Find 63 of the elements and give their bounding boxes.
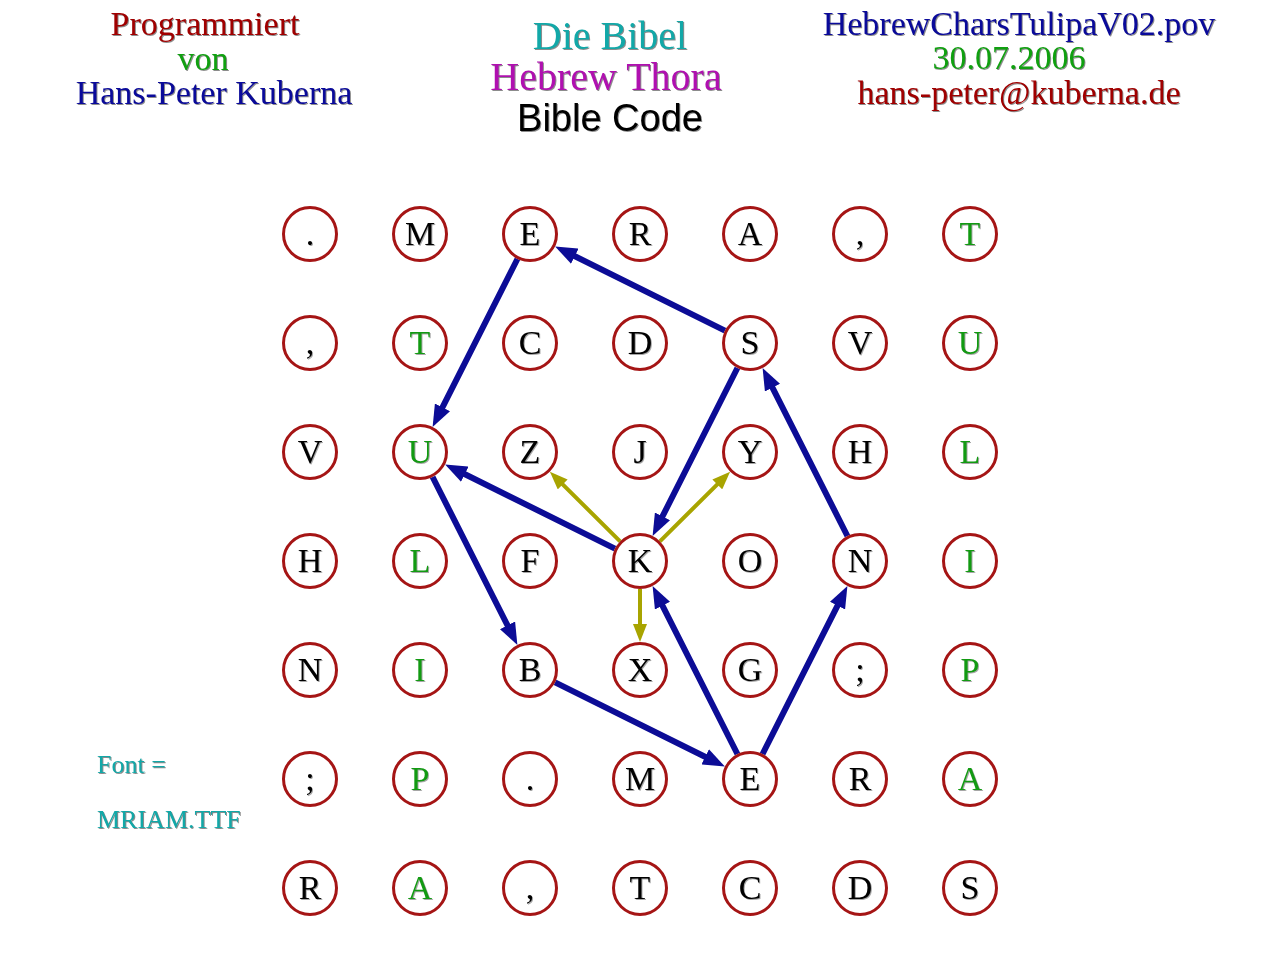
letter-circle: H — [282, 533, 338, 589]
subtitle-text: Hebrew Thora — [490, 57, 722, 97]
letter-circle: E — [722, 751, 778, 807]
arrow — [548, 470, 622, 543]
letter-circle: , — [832, 206, 888, 262]
file-name: HebrewCharsTulipaV02.pov — [822, 7, 1216, 41]
letter-circle: A — [392, 860, 448, 916]
arrow — [658, 470, 732, 543]
letter-circle: U — [392, 424, 448, 480]
letter-circle: T — [942, 206, 998, 262]
letter-circle: N — [282, 642, 338, 698]
font-file-name: MRIAM.TTF — [97, 807, 241, 833]
email-address: hans-peter@kuberna.de — [857, 76, 1181, 110]
letter-circle: . — [502, 751, 558, 807]
letter-circle: C — [722, 860, 778, 916]
subtitle-text: Bible Code — [517, 99, 703, 137]
letter-circle: D — [612, 315, 668, 371]
letter-circle: M — [392, 206, 448, 262]
letter-circle: P — [942, 642, 998, 698]
letter-circle: G — [722, 642, 778, 698]
letter-circle: V — [832, 315, 888, 371]
letter-circle: S — [942, 860, 998, 916]
letter-circle: Y — [722, 424, 778, 480]
letter-circle: R — [612, 206, 668, 262]
letter-circle: C — [502, 315, 558, 371]
letter-circle: I — [942, 533, 998, 589]
arrow — [633, 589, 647, 642]
letter-circle: L — [942, 424, 998, 480]
letter-circle: . — [282, 206, 338, 262]
letter-circle: A — [942, 751, 998, 807]
letter-circle: L — [392, 533, 448, 589]
letter-circle: I — [392, 642, 448, 698]
letter-circle: P — [392, 751, 448, 807]
letter-circle: R — [832, 751, 888, 807]
letter-circle: E — [502, 206, 558, 262]
letter-circle: , — [282, 315, 338, 371]
letter-circle: K — [612, 533, 668, 589]
letter-circle: T — [612, 860, 668, 916]
date-text: 30.07.2006 — [932, 41, 1086, 75]
letter-circle: ; — [832, 642, 888, 698]
letter-circle: F — [502, 533, 558, 589]
credit-text: Programmiert — [110, 7, 300, 41]
letter-circle: N — [832, 533, 888, 589]
letter-circle: , — [502, 860, 558, 916]
letter-circle: Z — [502, 424, 558, 480]
letter-circle: X — [612, 642, 668, 698]
author-name: Hans-Peter Kuberna — [75, 76, 353, 110]
letter-circle: V — [282, 424, 338, 480]
letter-circle: U — [942, 315, 998, 371]
letter-circle: T — [392, 315, 448, 371]
letter-circle: M — [612, 751, 668, 807]
letter-circle: R — [282, 860, 338, 916]
title-text: Die Bibel — [532, 16, 688, 56]
letter-circle: S — [722, 315, 778, 371]
letter-circle: A — [722, 206, 778, 262]
letter-circle: O — [722, 533, 778, 589]
letter-circle: D — [832, 860, 888, 916]
letter-circle: J — [612, 424, 668, 480]
font-label: Font = — [97, 752, 166, 778]
letter-circle: H — [832, 424, 888, 480]
credit-text: von — [177, 42, 229, 76]
letter-circle: ; — [282, 751, 338, 807]
letter-circle: B — [502, 642, 558, 698]
